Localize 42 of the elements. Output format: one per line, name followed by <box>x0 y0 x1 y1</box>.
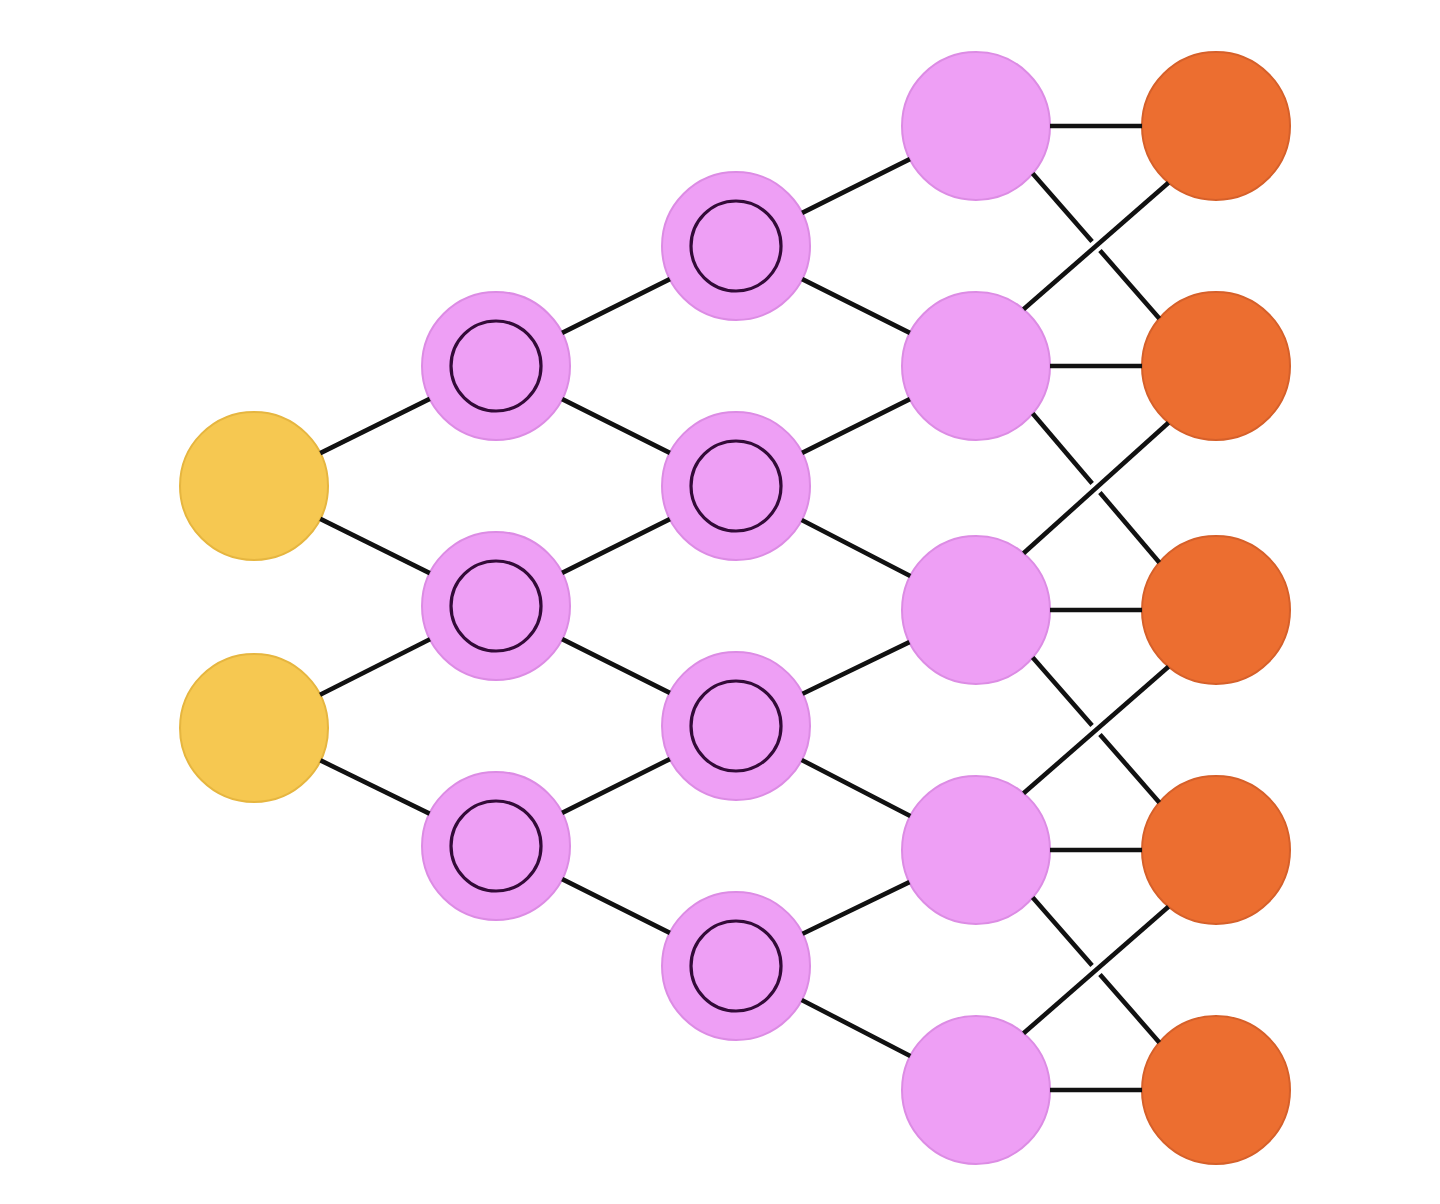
circle-node <box>661 651 811 801</box>
circle-node <box>901 775 1051 925</box>
circle-node <box>661 171 811 321</box>
connector-line <box>1050 123 1142 129</box>
connector-line <box>801 880 911 936</box>
connector-line <box>561 877 671 935</box>
connector-line <box>801 640 911 696</box>
connector-line <box>319 758 431 816</box>
connector-line <box>801 397 911 455</box>
circle-node <box>901 1015 1051 1165</box>
connector-line <box>319 396 431 456</box>
connector-line <box>801 277 911 335</box>
connector-line <box>561 517 671 575</box>
connector-line <box>800 757 912 819</box>
circle-node <box>1141 775 1291 925</box>
circle-node <box>1141 535 1291 685</box>
circle-node <box>661 891 811 1041</box>
connector-line <box>561 397 671 455</box>
circle-node <box>1141 51 1291 201</box>
connector-line <box>1050 847 1142 853</box>
connector-line <box>561 637 671 695</box>
circle-node <box>179 653 329 803</box>
connector-line <box>319 516 431 576</box>
circle-node <box>421 531 571 681</box>
connector-line <box>561 277 671 335</box>
circle-node <box>661 411 811 561</box>
connector-line <box>801 157 911 215</box>
connector-line <box>319 637 431 697</box>
circle-node <box>179 411 329 561</box>
connector-line <box>1050 1087 1142 1093</box>
connector-line <box>1050 607 1142 613</box>
circle-node <box>1141 1015 1291 1165</box>
circle-node <box>421 771 571 921</box>
connector-line <box>800 997 912 1059</box>
circle-node <box>901 535 1051 685</box>
circle-node <box>421 291 571 441</box>
connector-line <box>561 757 671 815</box>
connector-line <box>800 517 912 579</box>
circle-node <box>1141 291 1291 441</box>
circle-node <box>901 291 1051 441</box>
circle-node <box>901 51 1051 201</box>
connector-line <box>1050 363 1142 369</box>
